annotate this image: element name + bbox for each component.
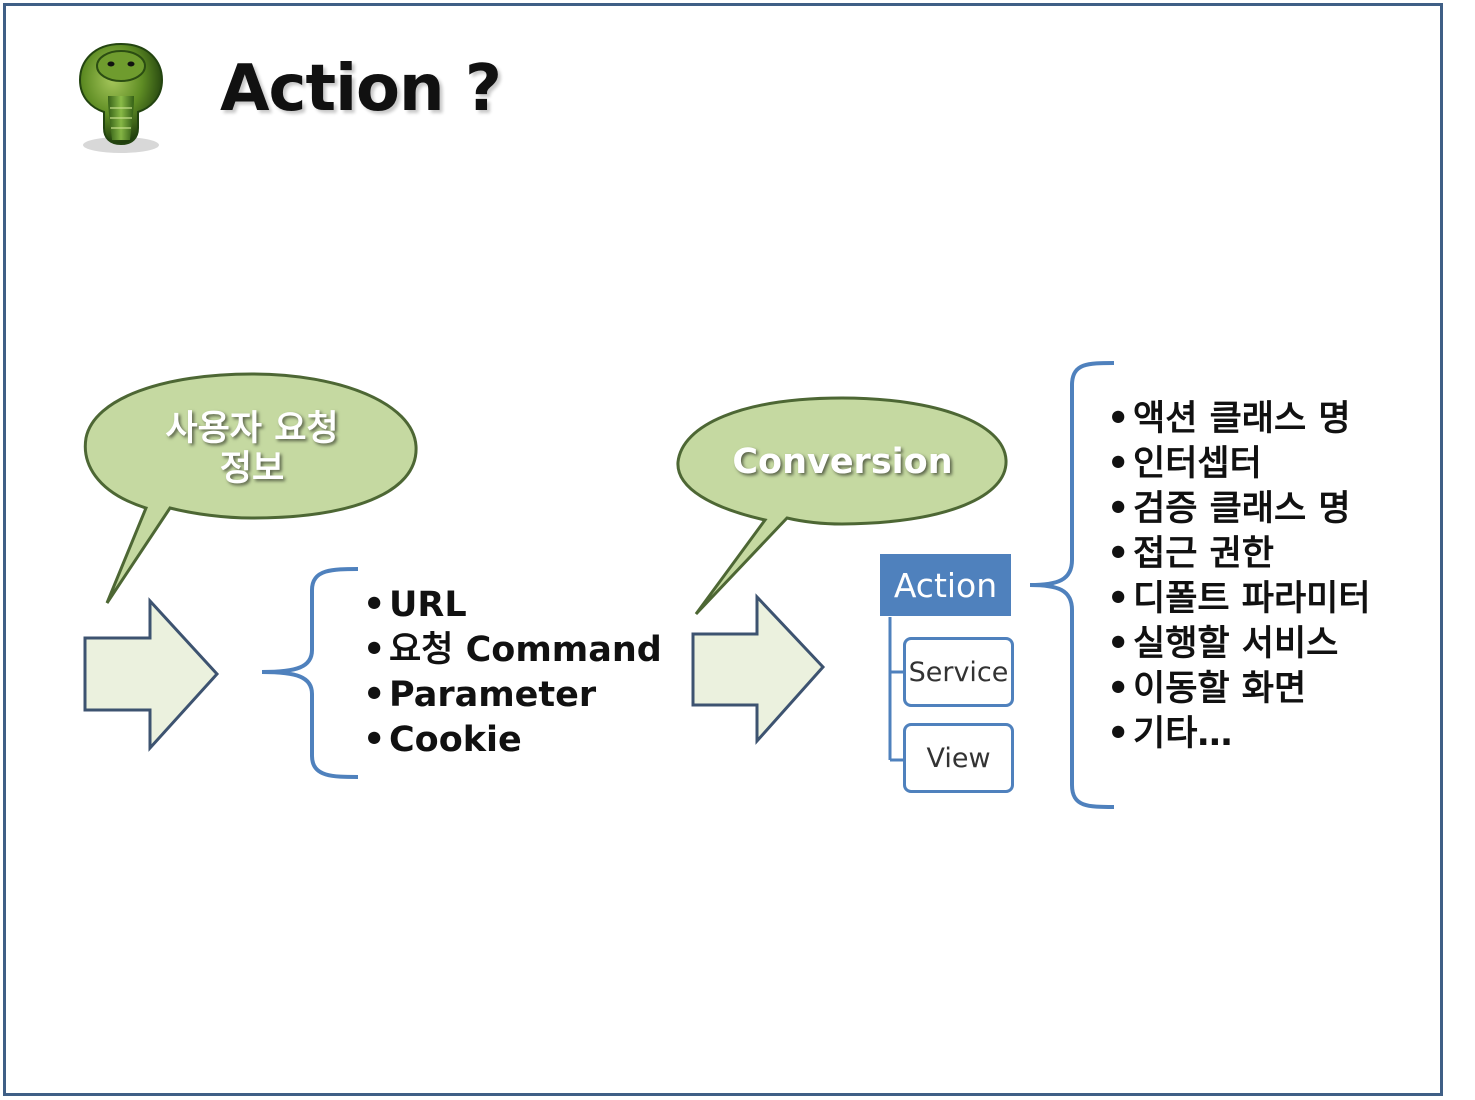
cobra-logo-icon <box>78 42 164 153</box>
list-item-text: URL <box>389 585 467 625</box>
list-item-text: Cookie <box>389 720 522 760</box>
hierarchy-connector <box>888 617 903 762</box>
cobra-head <box>96 50 146 82</box>
list-item-text: 이동할 화면 <box>1133 669 1307 709</box>
speech-bubble-user-request <box>83 372 418 604</box>
list-item: 디폴트 파라미터 <box>1107 577 1371 622</box>
list-item: 검증 클래스 명 <box>1107 487 1371 532</box>
list-item-text: 실행할 서비스 <box>1133 624 1339 664</box>
request-items-list: URL 요청 Command Parameter Cookie <box>363 583 662 763</box>
brace-request-items <box>261 567 359 779</box>
list-item-text: 액션 클래스 명 <box>1133 399 1351 439</box>
list-item: Parameter <box>363 673 662 718</box>
list-item: 실행할 서비스 <box>1107 622 1371 667</box>
list-item: 액션 클래스 명 <box>1107 397 1371 442</box>
bubble-line-2: 정보 <box>219 449 285 490</box>
list-item: 인터셉터 <box>1107 442 1371 487</box>
view-box: View <box>903 723 1014 793</box>
list-item-text: Parameter <box>389 675 597 715</box>
bubble-label-user-request: 사용자 요청 정보 <box>112 409 392 490</box>
slide-frame <box>3 3 1443 1096</box>
list-item-text: 기타… <box>1133 714 1233 754</box>
cobra-right-eye <box>127 61 135 67</box>
list-item-text: 접근 권한 <box>1133 534 1274 574</box>
brace-action-items <box>1029 361 1115 809</box>
list-item: URL <box>363 583 662 628</box>
list-item-text: 디폴트 파라미터 <box>1133 579 1371 619</box>
bubble-line-1: 사용자 요청 <box>165 409 339 449</box>
flow-arrow-conversion <box>691 593 826 745</box>
list-item: 기타… <box>1107 712 1371 757</box>
list-item: 이동할 화면 <box>1107 667 1371 712</box>
bubble-label-conversion: Conversion <box>732 442 953 482</box>
list-item: Cookie <box>363 718 662 763</box>
list-item-text: 검증 클래스 명 <box>1133 489 1351 529</box>
list-item: 접근 권한 <box>1107 532 1371 577</box>
flow-arrow-input <box>83 597 220 752</box>
list-item-text: 인터셉터 <box>1133 444 1262 484</box>
cobra-left-eye <box>107 61 115 67</box>
action-box: Action <box>879 553 1012 617</box>
list-item: 요청 Command <box>363 628 662 673</box>
speech-bubble-conversion <box>676 396 1008 616</box>
action-items-list: 액션 클래스 명 인터셉터 검증 클래스 명 접근 권한 디폴트 파라미터 실행… <box>1107 397 1371 757</box>
slide-title: Action ? <box>220 52 502 126</box>
list-item-text: 요청 Command <box>389 630 662 670</box>
cobra-scales <box>110 107 132 129</box>
service-box: Service <box>903 637 1014 707</box>
